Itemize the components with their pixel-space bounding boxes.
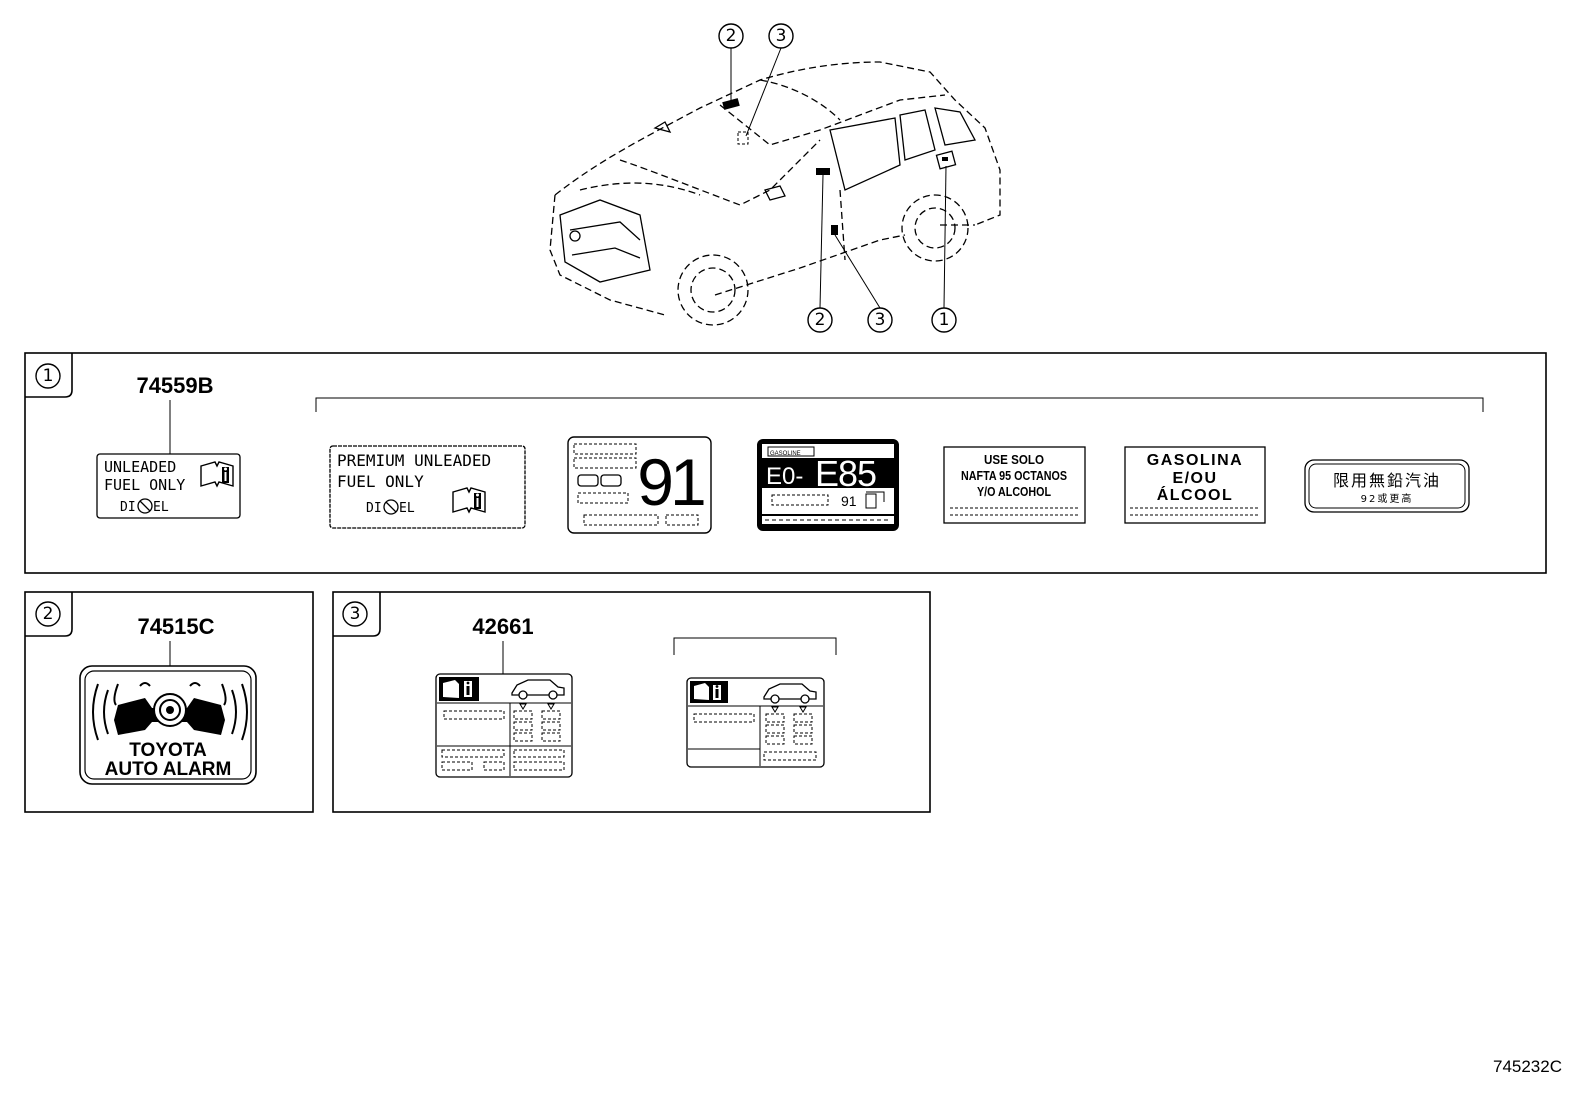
svg-text:91: 91	[637, 445, 704, 519]
alarm-signal-icon	[92, 682, 248, 741]
part-number-42661: 42661	[472, 614, 533, 639]
svg-text:91: 91	[841, 493, 857, 509]
svg-text:E0-: E0-	[766, 463, 803, 490]
svg-text:AUTO ALARM: AUTO ALARM	[105, 759, 232, 780]
svg-text:FUEL ONLY: FUEL ONLY	[337, 472, 424, 491]
svg-text:1: 1	[43, 366, 54, 386]
svg-text:Y/O ALCOHOL: Y/O ALCOHOL	[977, 484, 1051, 499]
label-octane-91: 91	[567, 436, 712, 534]
manual-book-icon	[690, 681, 728, 703]
svg-text:2: 2	[726, 26, 737, 46]
label-unleaded-fuel-only: UNLEADED FUEL ONLY DI EL	[96, 453, 241, 519]
panel-1: 1 74559B UNLEADED FUEL ONLY DI EL PREMIU…	[24, 352, 1547, 574]
svg-text:TOYOTA: TOYOTA	[129, 740, 207, 761]
svg-text:GASOLINE: GASOLINE	[770, 451, 801, 457]
label-spanish-nafta: USE SOLO NAFTA 95 OCTANOS Y/O ALCOHOL	[943, 446, 1086, 524]
panel-3: 3 42661	[332, 591, 931, 813]
svg-text:ÁLCOOL: ÁLCOOL	[1157, 485, 1234, 504]
svg-text:DI: DI	[120, 500, 136, 515]
svg-text:FUEL ONLY: FUEL ONLY	[104, 476, 185, 494]
callout-2-top: 2	[718, 23, 744, 49]
label-tire-pressure	[435, 673, 573, 778]
svg-text:PREMIUM UNLEADED: PREMIUM UNLEADED	[337, 451, 491, 470]
vehicle-illustration	[549, 47, 1001, 326]
vehicle-icon	[763, 683, 817, 704]
svg-text:限用無鉛汽油: 限用無鉛汽油	[1333, 471, 1441, 490]
part-number-74559B: 74559B	[136, 373, 213, 398]
manual-book-icon	[452, 487, 486, 514]
label-tire-pressure-variant	[686, 677, 825, 768]
manual-book-icon	[200, 461, 234, 488]
label-premium-unleaded: PREMIUM UNLEADED FUEL ONLY DI EL	[329, 445, 526, 529]
svg-text:1: 1	[939, 310, 950, 330]
svg-text:2: 2	[815, 310, 826, 330]
svg-text:USE SOLO: USE SOLO	[984, 452, 1044, 467]
svg-text:GASOLINA: GASOLINA	[1147, 452, 1243, 469]
panel-2: 2 74515C TOYOTA AUTO ALARM	[24, 591, 314, 813]
svg-text:3: 3	[875, 310, 886, 330]
svg-text:3: 3	[350, 604, 361, 624]
svg-text:UNLEADED: UNLEADED	[104, 458, 176, 476]
label-toyota-auto-alarm: TOYOTA AUTO ALARM	[79, 665, 257, 785]
label-portuguese-gasolina: GASOLINA E/OU ÁLCOOL	[1124, 446, 1266, 524]
svg-text:NAFTA 95 OCTANOS: NAFTA 95 OCTANOS	[961, 468, 1067, 483]
svg-text:2: 2	[43, 604, 54, 624]
manual-book-icon	[439, 677, 479, 701]
label-chinese-unleaded: 限用無鉛汽油 92或更高	[1304, 459, 1470, 513]
svg-text:92或更高: 92或更高	[1361, 492, 1414, 505]
part-number-74515C: 74515C	[137, 614, 214, 639]
label-ethanol-e85: GASOLINE E0- E85 91	[757, 439, 899, 531]
callout-2-bottom: 2	[807, 307, 833, 333]
callout-3-bottom: 3	[867, 307, 893, 333]
vehicle-icon	[511, 679, 565, 700]
callout-3-top: 3	[768, 23, 794, 49]
callout-1-bottom: 1	[931, 307, 957, 333]
figure-id: 745232C	[1493, 1057, 1562, 1076]
svg-text:E85: E85	[815, 453, 876, 494]
svg-text:E/OU: E/OU	[1172, 470, 1217, 487]
svg-text:DI: DI	[366, 501, 382, 516]
svg-text:EL: EL	[153, 500, 169, 515]
svg-text:EL: EL	[399, 501, 415, 516]
svg-text:3: 3	[776, 26, 787, 46]
